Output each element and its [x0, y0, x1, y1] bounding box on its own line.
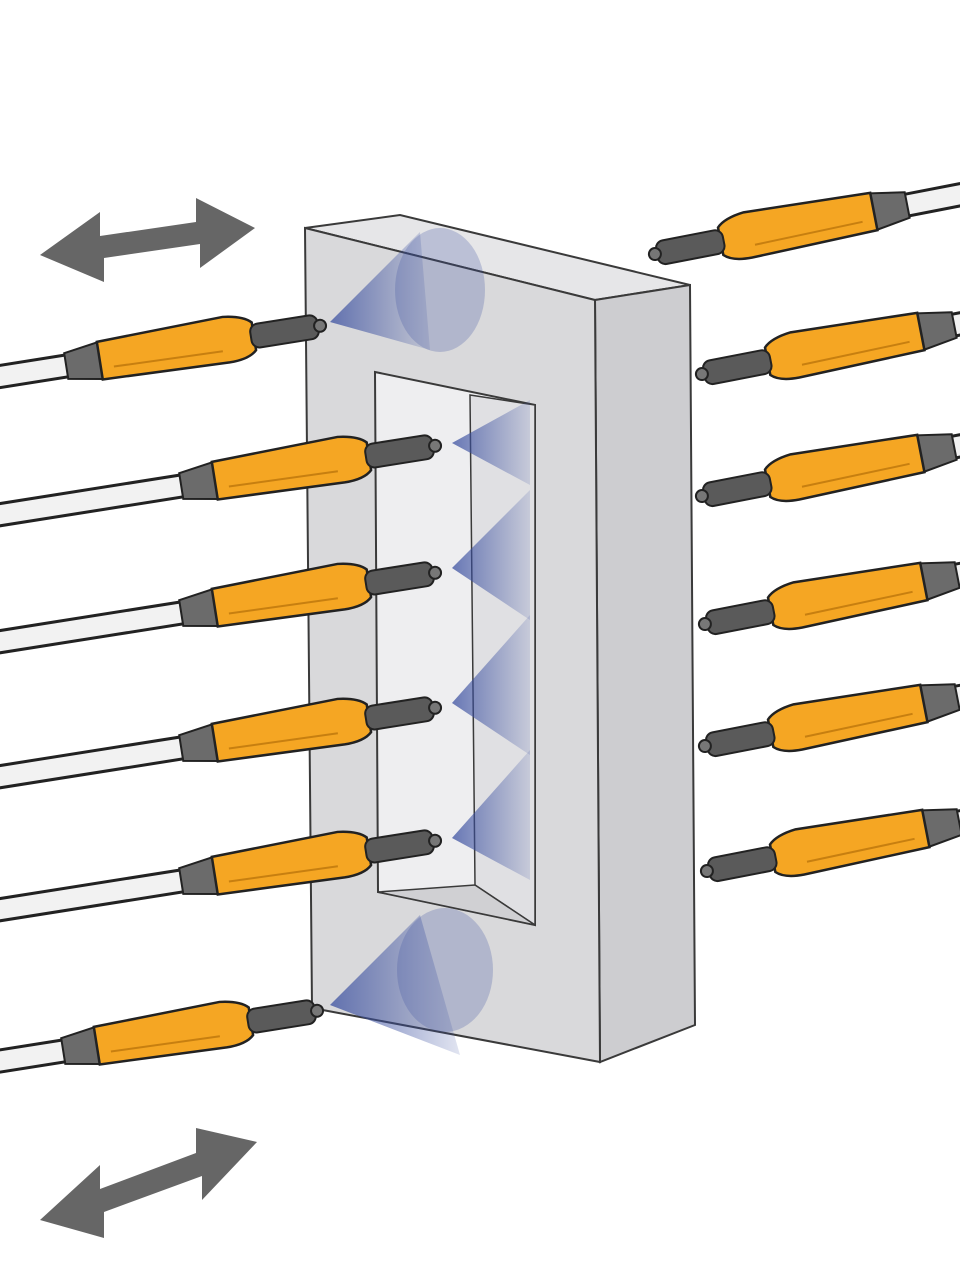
- gun-tip: [694, 367, 709, 382]
- gun-tip: [428, 565, 443, 580]
- spray-guns: [0, 32, 960, 1195]
- gun-body: [95, 315, 258, 381]
- frame-side-face: [593, 283, 697, 1064]
- spray-patterns: [330, 228, 530, 1055]
- spray-gun-icon-right-1: [647, 32, 960, 266]
- frame-opening-bottom: [377, 884, 536, 926]
- coating-frame: [303, 213, 697, 1064]
- spray-cone-inner-3: [452, 615, 530, 755]
- gun-body: [763, 433, 926, 503]
- double-arrow-icon-bottom: [40, 1128, 257, 1238]
- spray-cone-top: [330, 228, 485, 352]
- gun-nozzle: [704, 599, 776, 636]
- gun-rod: [0, 733, 197, 892]
- gun-rod: [938, 274, 960, 462]
- gun-body: [716, 191, 879, 261]
- spray-cone-inner-2: [452, 490, 530, 620]
- gun-rod: [938, 152, 960, 340]
- gun-body: [766, 683, 929, 753]
- spray-gun-icon-left-5: [0, 829, 443, 1025]
- spray-gun-icon-left-2: [0, 434, 443, 630]
- gun-tip: [647, 247, 662, 262]
- gun-rod: [0, 866, 197, 1025]
- spray-gun-icon-right-5: [697, 524, 960, 758]
- gun-nozzle: [654, 229, 726, 266]
- spray-gun-icon-left-3: [0, 561, 443, 757]
- gun-nozzle: [701, 471, 773, 508]
- gun-tip: [697, 617, 712, 632]
- gun-rod: [0, 598, 197, 757]
- gun-tip: [694, 489, 709, 504]
- gun-tip: [697, 739, 712, 754]
- spray-gun-icon-left-6: [0, 999, 325, 1195]
- gun-tip: [428, 833, 443, 848]
- spray-cone-inner-1: [452, 400, 530, 485]
- gun-nozzle: [701, 349, 773, 386]
- spray-gun-icon-left-4: [0, 696, 443, 892]
- double-arrow-icon-top: [40, 198, 255, 282]
- gun-tip: [310, 1003, 325, 1018]
- spray-gun-icon-right-3: [694, 274, 960, 508]
- spray-gun-icon-right-6: [699, 649, 960, 883]
- gun-nozzle: [704, 721, 776, 758]
- gun-nozzle: [706, 846, 778, 883]
- gun-rod: [941, 524, 960, 712]
- gun-body: [768, 808, 931, 878]
- gun-rod: [943, 649, 960, 837]
- gun-tip: [313, 318, 328, 333]
- gun-body: [92, 1000, 255, 1066]
- gun-body: [763, 311, 926, 381]
- gun-tip: [428, 700, 443, 715]
- gun-nozzle: [246, 999, 317, 1034]
- gun-rod: [891, 32, 960, 220]
- gun-tip: [428, 438, 443, 453]
- gun-rod: [941, 402, 960, 590]
- spray-gun-icon-right-4: [697, 402, 960, 636]
- spray-cone-bottom: [330, 908, 493, 1055]
- spray-gun-icon-left-1: [0, 314, 328, 510]
- spray-gun-icon-right-2: [694, 152, 960, 386]
- gun-tip: [699, 864, 714, 879]
- spray-cone-inner-4: [452, 750, 530, 880]
- gun-body: [766, 561, 929, 631]
